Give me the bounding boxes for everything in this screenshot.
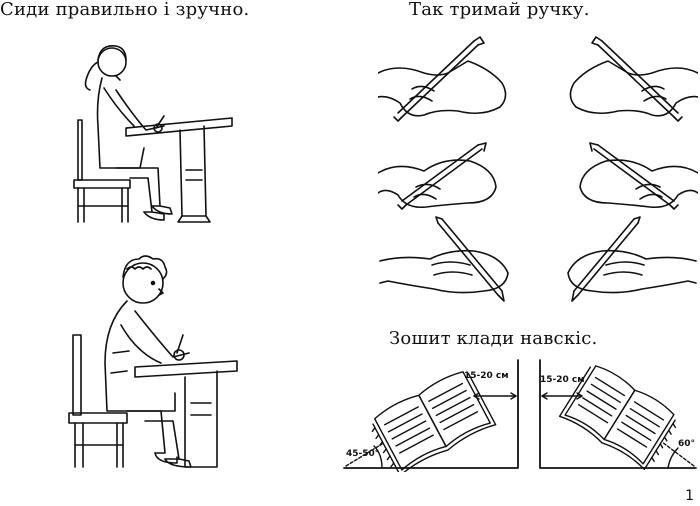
heading-notebook-slant: Зошит клади навскіс. xyxy=(389,328,598,349)
boy-sitting-illustration xyxy=(65,253,245,473)
pen-grip-right-hand-illustrations xyxy=(378,33,520,305)
heading-hold-pen: Так тримай ручку. xyxy=(409,0,590,20)
notebook-slant-left-diagram: 15-20 см 45-50° xyxy=(342,358,520,472)
notebook-left-angle-label: 45-50° xyxy=(346,449,379,459)
pen-grip-left-hand-illustrations xyxy=(556,33,698,305)
heading-sit-correctly: Сиди правильно і зручно. xyxy=(0,0,250,20)
notebook-right-distance-label: 15-20 см xyxy=(540,375,585,385)
notebook-left-distance-label: 15-20 см xyxy=(464,371,509,381)
page-number: 1 xyxy=(685,488,694,504)
notebook-slant-right-diagram: 15-20 см 60° xyxy=(538,358,698,472)
notebook-right-angle-label: 60° xyxy=(678,439,695,449)
girl-sitting-illustration xyxy=(60,30,240,230)
